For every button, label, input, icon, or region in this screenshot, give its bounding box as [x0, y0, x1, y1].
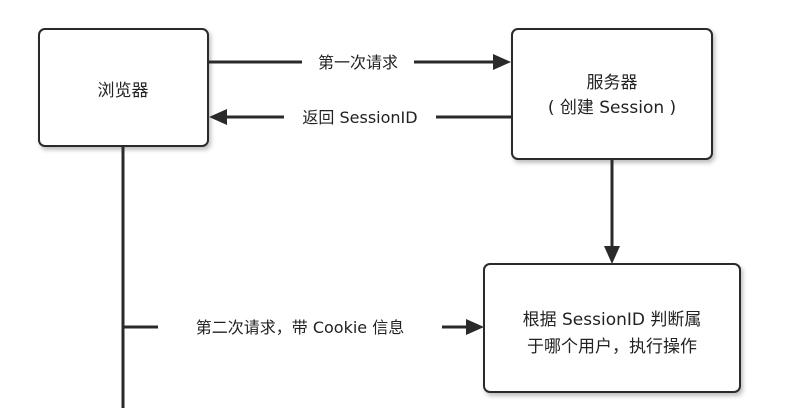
- judge-label-line2: 于哪个用户，执行操作: [527, 337, 697, 357]
- server-label: 服务器: [587, 73, 638, 93]
- judge-node: 根据 SessionID 判断属 于哪个用户，执行操作: [483, 263, 741, 393]
- arrowhead-icon: [209, 109, 227, 125]
- edge-first-request-label: 第一次请求: [318, 53, 398, 72]
- arrowhead-icon: [466, 319, 484, 335]
- server-sublabel: ( 创建 Session ): [548, 98, 676, 118]
- edge-second-request-label: 第二次请求，带 Cookie 信息: [196, 318, 404, 337]
- edge-return-session: 返回 SessionID: [209, 105, 512, 129]
- edge-second-request: 第二次请求，带 Cookie 信息: [123, 315, 484, 339]
- arrowhead-icon: [604, 246, 620, 264]
- browser-node: 浏览器: [38, 28, 209, 147]
- server-node: 服务器 ( 创建 Session ): [511, 28, 713, 160]
- arrowhead-icon: [493, 54, 511, 70]
- edge-return-session-label: 返回 SessionID: [302, 108, 417, 127]
- judge-label-line1: 根据 SessionID 判断属: [523, 310, 702, 330]
- browser-label: 浏览器: [98, 81, 149, 101]
- edge-first-request: 第一次请求: [208, 50, 511, 74]
- edge-server-to-judge: [604, 159, 620, 264]
